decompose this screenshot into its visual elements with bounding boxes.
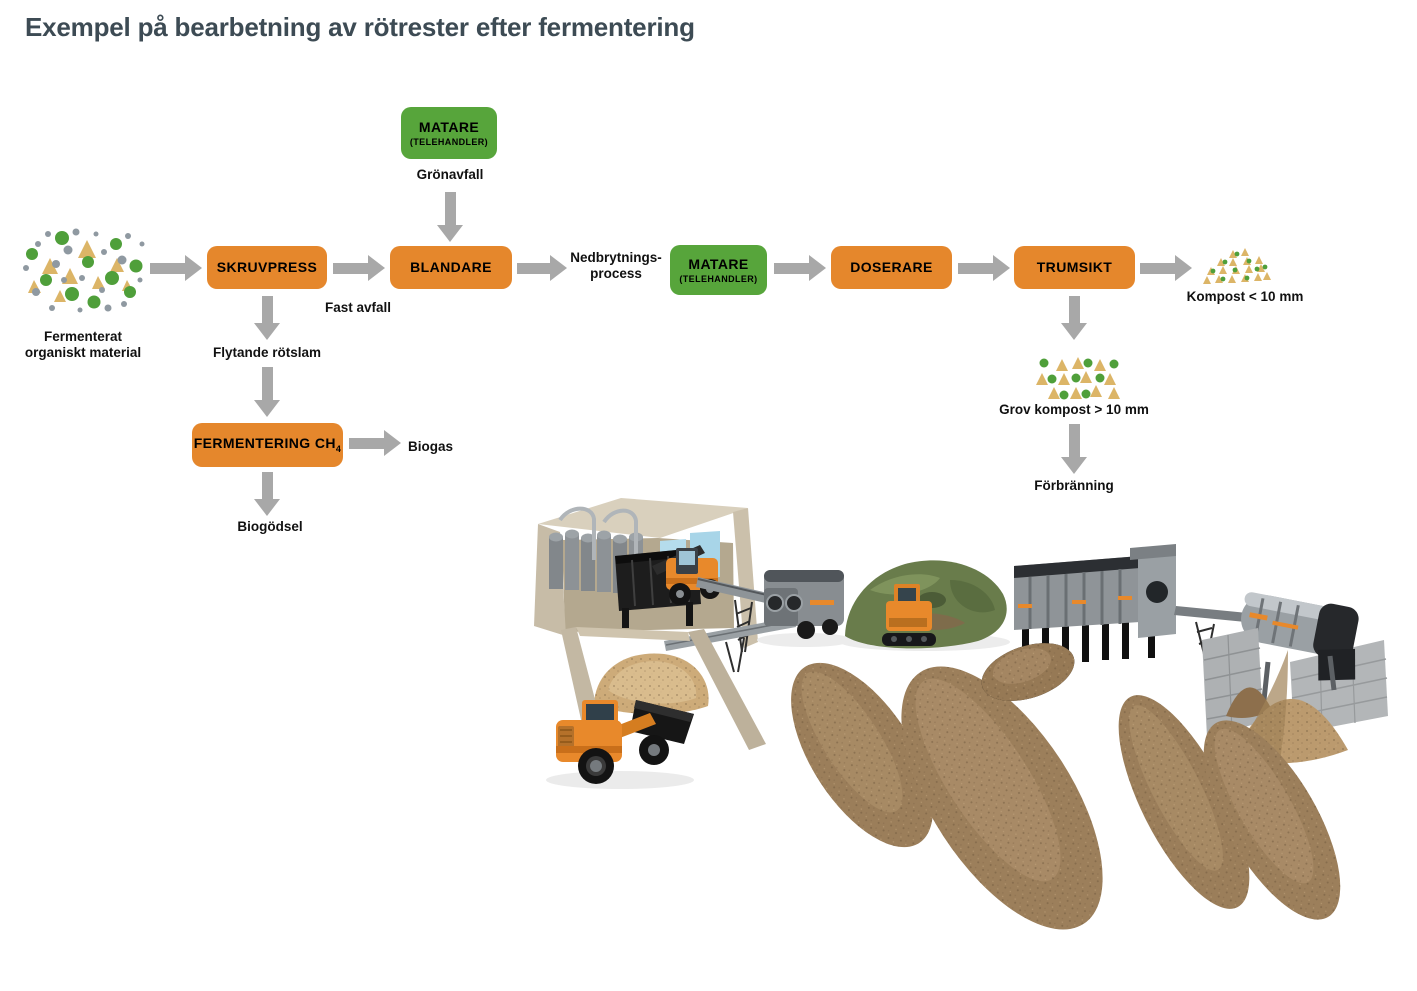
windrow-pile [981,643,1075,701]
flow-arrow-right-icon [150,255,202,281]
node-blandare: BLANDARE [390,246,512,289]
node-matare-top: MATARE (TELEHANDLER) [401,107,497,159]
node-label: MATARE [418,119,480,136]
page-title: Exempel på bearbetning av rötrester efte… [25,12,695,42]
storage-bunker [561,627,766,750]
node-label-text: FERMENTERING CH [193,435,336,452]
windrow-pile [1118,695,1250,909]
windrow-pile [791,662,933,848]
concrete-wall [1202,628,1263,737]
label-fast-avfall: Fast avfall [324,300,392,315]
tan-triangles [1203,248,1271,284]
node-doserare: DOSERARE [831,246,952,289]
dosing-bunker-container [1014,544,1258,664]
compost-turner-machine [882,584,936,646]
flow-arrow-down-icon [1061,424,1087,474]
flow-arrow-right-icon [517,255,567,281]
node-label: SKRUVPRESS [216,259,318,276]
fermenter-tanks [549,506,643,593]
windrow-pile [901,666,1103,930]
flow-arrow-down-icon [437,192,463,242]
windrow-pile [1203,720,1341,920]
node-skruvpress: SKRUVPRESS [207,246,327,289]
tank-pipe [558,506,596,560]
fine-compost-icon [1203,248,1271,284]
fermented-material-icon [23,228,145,313]
composting-facility-illustration [534,498,1388,930]
tan-triangles [1036,357,1120,399]
flow-arrow-down-icon [254,367,280,417]
label-forbranning: Förbränning [1034,478,1114,493]
node-label: DOSERARE [850,259,933,276]
label-grov-kompost: Grov kompost > 10 mm [999,402,1149,417]
node-fermentering-ch4: FERMENTERING CH4 [192,423,343,467]
label-kompost-fin: Kompost < 10 mm [1186,289,1304,304]
label-gronavfall: Grönavfall [416,167,484,182]
node-label: FERMENTERING CH4 [194,435,342,454]
shredder-machine [757,570,853,647]
node-trumsikt: TRUMSIKT [1014,246,1135,289]
tank-pipe [602,508,638,556]
node-label: TRUMSIKT [1036,259,1113,276]
flow-arrow-right-icon [774,255,826,281]
windrow-piles [791,643,1341,930]
flow-arrow-right-icon [349,430,401,456]
node-sublabel: (TELEHANDLER) [409,136,489,147]
flow-arrow-right-icon [333,255,385,281]
label-biogas: Biogas [408,439,454,454]
screening-area [1202,592,1388,764]
bunker-wall [688,629,766,750]
tan-triangles [28,240,133,302]
label-biogodsel: Biogödsel [237,519,303,534]
flow-arrow-down-icon [254,296,280,340]
node-label: MATARE [688,256,749,273]
node-label: BLANDARE [410,259,492,276]
label-nedbrytningsprocess: Nedbrytnings- process [570,250,662,281]
coarse-compost-icon [1036,357,1120,400]
node-sublabel: (TELEHANDLER) [679,273,758,284]
flow-arrow-down-icon [254,472,280,516]
wheel-loader-machine [546,700,694,789]
green-dots [26,231,143,309]
screened-pile [1226,687,1272,718]
gray-dots [23,228,145,313]
flow-arrow-right-icon [1140,255,1192,281]
green-dots [1039,358,1119,400]
label-flytande-rotslam: Flytande rötslam [212,345,322,360]
green-dots [1210,251,1268,282]
flow-arrow-down-icon [1061,296,1087,340]
label-input-material: Fermenterat organiskt material [24,329,142,360]
node-matare-mid: MATARE (TELEHANDLER) [670,245,767,295]
node-label-subscript: 4 [335,444,342,455]
flow-arrow-right-icon [958,255,1010,281]
